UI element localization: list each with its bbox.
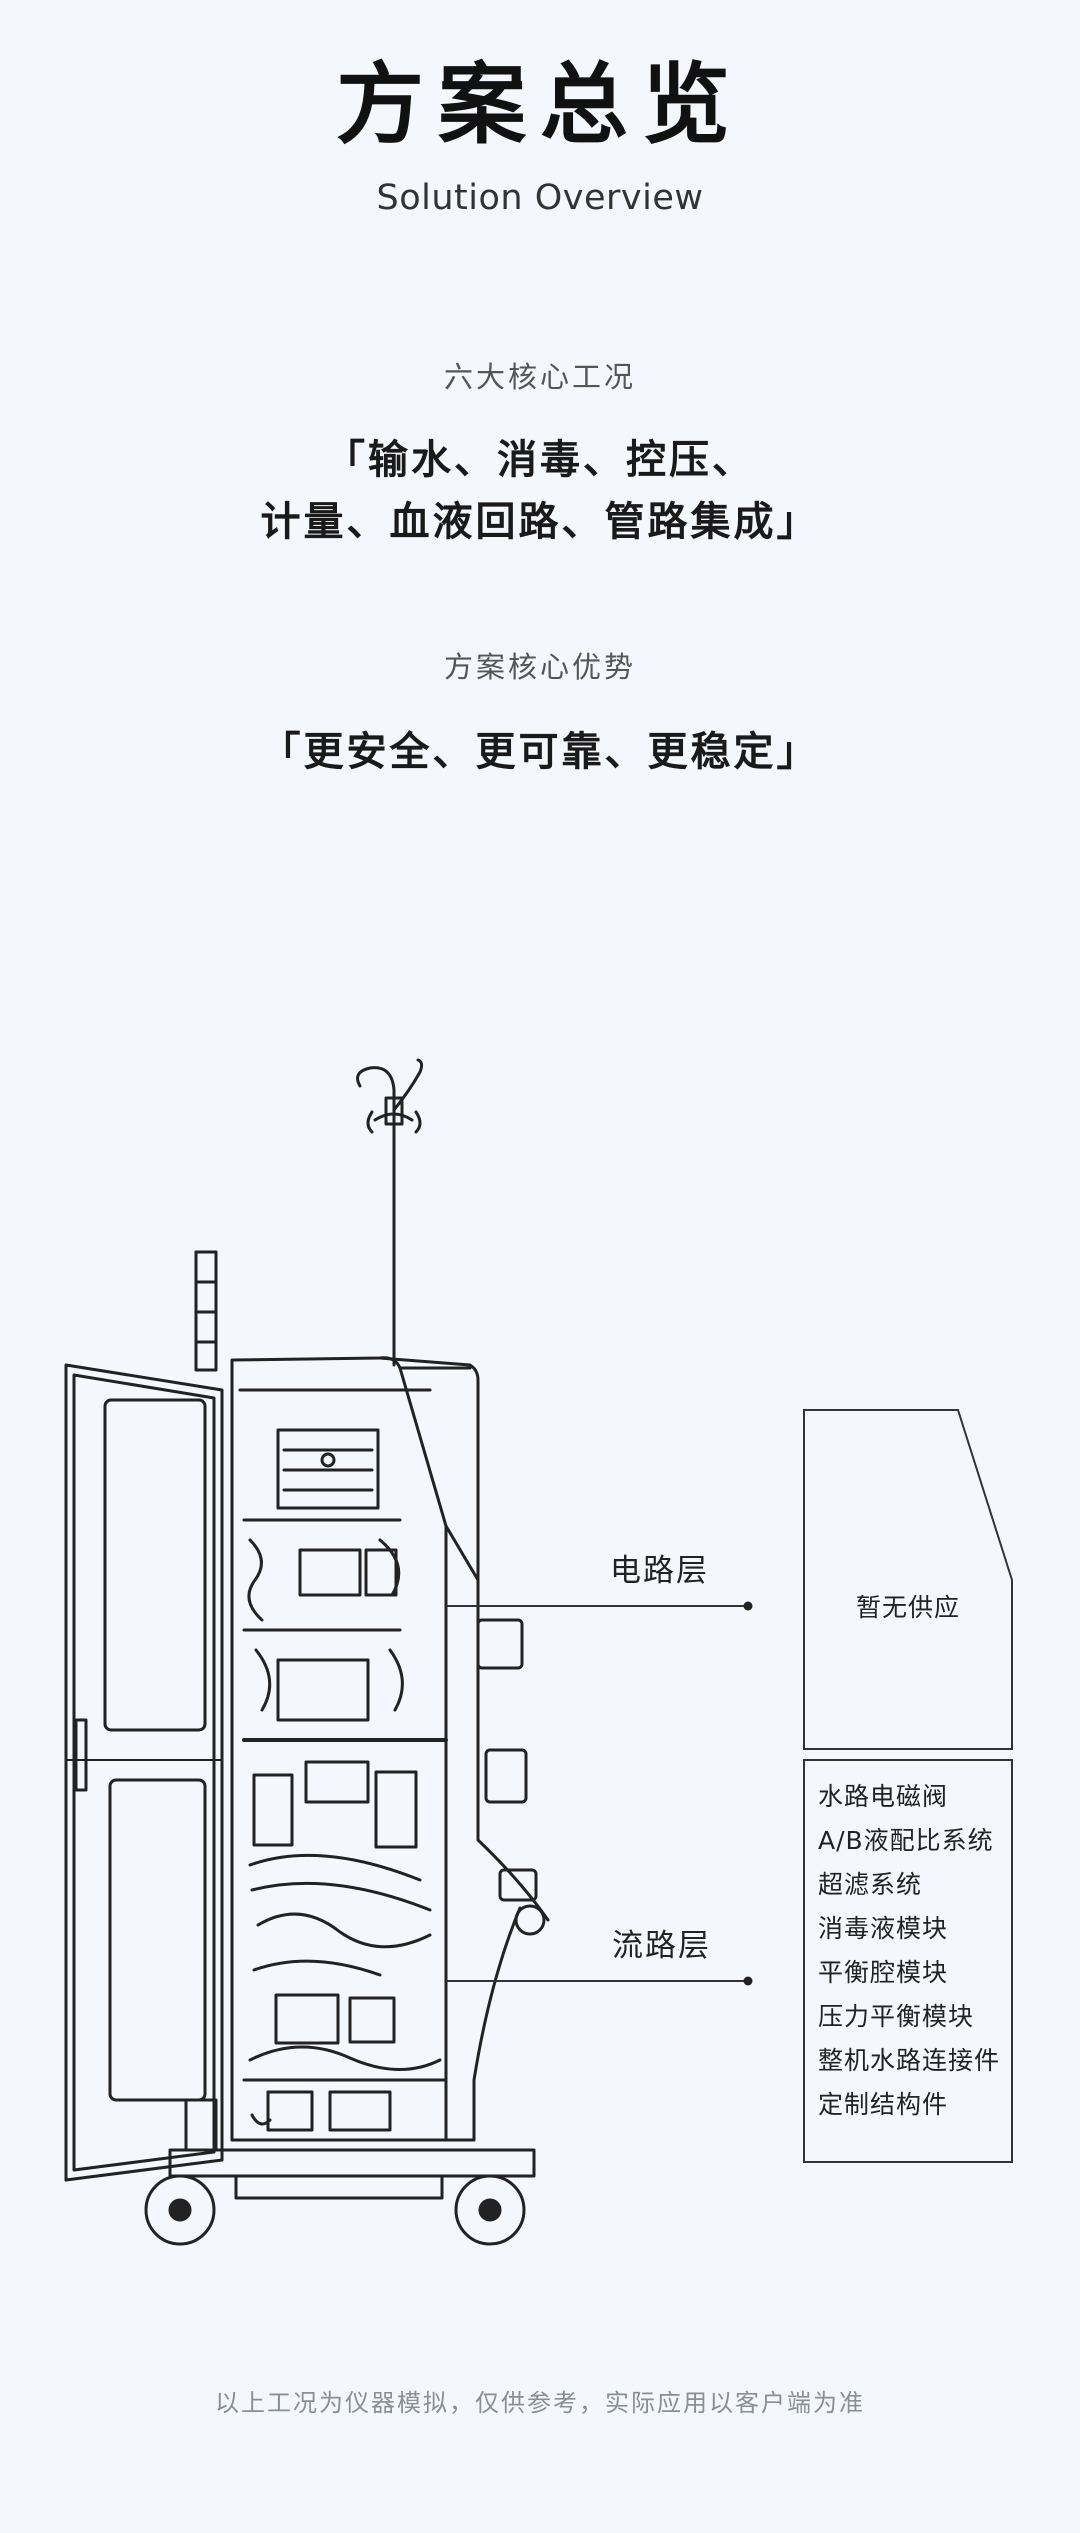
list-item: 超滤系统 bbox=[818, 1870, 923, 1899]
fluid-items-list: 水路电磁阀 A/B液配比系统 超滤系统 消毒液模块 平衡腔模块 压力平衡模块 整… bbox=[818, 1775, 1000, 2127]
conditions-line-1: 「输水、消毒、控压、 bbox=[325, 437, 755, 483]
fluid-callout-dot bbox=[743, 1976, 753, 1986]
list-item: 消毒液模块 bbox=[818, 1914, 949, 1943]
conditions-line-2: 计量、血液回路、管路集成」 bbox=[260, 499, 820, 545]
list-item: 压力平衡模块 bbox=[818, 2002, 975, 2031]
wheel-right bbox=[454, 2174, 526, 2246]
fluid-box-outline bbox=[803, 1759, 1013, 2163]
list-item: 整机水路连接件 bbox=[818, 2046, 1001, 2075]
circuit-box-text: 暂无供应 bbox=[855, 1593, 960, 1622]
advantages-line-1: 「更安全、更可靠、更稳定」 bbox=[260, 729, 820, 775]
dialysis-machine-illustration bbox=[64, 1058, 1013, 2246]
list-item: 平衡腔模块 bbox=[818, 1958, 949, 1987]
iv-hook-left bbox=[356, 1066, 396, 1112]
circuit-box-outline bbox=[803, 1409, 1013, 1750]
page-subtitle: Solution Overview bbox=[376, 178, 704, 218]
list-item: A/B液配比系统 bbox=[818, 1826, 994, 1855]
circuit-callout-dot bbox=[743, 1601, 753, 1611]
control-board bbox=[276, 1428, 380, 1510]
footer-disclaimer: 以上工况为仪器模拟，仅供参考，实际应用以客户端为准 bbox=[215, 2389, 865, 2417]
page-title: 方案总览 bbox=[335, 53, 744, 156]
conditions-label: 六大核心工况 bbox=[443, 360, 636, 394]
circuit-layer-label: 电路层 bbox=[610, 1553, 709, 1589]
machine-base bbox=[168, 2148, 536, 2178]
fluid-layer-label: 流路层 bbox=[612, 1928, 711, 1964]
list-item: 定制结构件 bbox=[818, 2090, 949, 2119]
open-door bbox=[64, 1363, 224, 2182]
list-item: 水路电磁阀 bbox=[818, 1782, 949, 1811]
wheel-left bbox=[144, 2174, 216, 2246]
advantages-label: 方案核心优势 bbox=[443, 650, 636, 684]
iv-hook-right bbox=[392, 1058, 424, 1112]
transformer bbox=[276, 1658, 370, 1722]
